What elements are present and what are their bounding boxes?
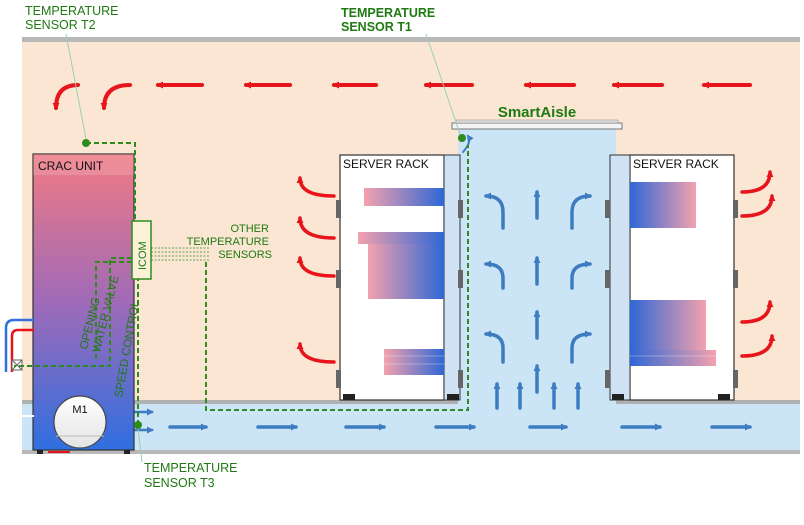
sensor-t2-label: TEMPERATURE SENSOR T2 xyxy=(25,4,122,32)
server-slat xyxy=(630,182,696,228)
server-slat xyxy=(358,232,444,244)
motor-m1 xyxy=(53,395,107,449)
sensor-t1-label: TEMPERATURE SENSOR T1 xyxy=(341,6,439,34)
smartaisle-roof xyxy=(451,122,623,130)
server-slat xyxy=(368,244,444,299)
floor-line xyxy=(22,400,800,404)
hot-arrow xyxy=(296,256,336,278)
sensor-t3-dot xyxy=(134,421,142,429)
underfloor-arrows xyxy=(132,408,752,434)
server-slat xyxy=(364,188,444,206)
cold-arrow xyxy=(484,330,505,364)
motor-m1-label: M1 xyxy=(72,404,87,416)
t1-wire xyxy=(205,145,469,411)
hot-arrow xyxy=(740,170,774,194)
sensor-t2-dot xyxy=(82,139,90,147)
sensor-t1-dot xyxy=(458,134,466,142)
hot-arrow xyxy=(52,83,80,110)
control-wiring xyxy=(14,142,469,425)
hot-arrow xyxy=(740,334,776,358)
hot-exhaust-left xyxy=(296,176,336,364)
other-sensors-label: OTHER TEMPERATURE SENSORS xyxy=(187,223,272,261)
hot-arrow xyxy=(296,176,336,198)
hot-arrow xyxy=(296,342,336,364)
hot-arrow xyxy=(100,83,132,110)
crac-unit xyxy=(22,153,135,454)
server-rack-right xyxy=(605,154,738,401)
sensor-t3-label: TEMPERATURE SENSOR T3 xyxy=(144,461,241,490)
cold-arrow xyxy=(570,260,592,290)
subfloor-line xyxy=(22,450,800,454)
speed-control-wire xyxy=(95,261,132,362)
server-slat xyxy=(384,349,444,375)
server-slat xyxy=(630,350,716,366)
cold-aisle-arrows xyxy=(462,134,592,410)
hot-arrow xyxy=(296,216,336,240)
cold-arrow xyxy=(462,134,474,153)
server-rack-right-label: SERVER RACK xyxy=(633,157,719,171)
crac-unit-label: CRAC UNIT xyxy=(38,159,104,173)
hot-arrow xyxy=(740,300,774,324)
cold-arrow xyxy=(570,192,592,230)
other-sensors-wires xyxy=(151,247,210,261)
cold-arrow xyxy=(570,330,592,364)
cold-arrow xyxy=(484,260,505,290)
hot-return-arrows xyxy=(52,81,752,110)
icom-controller xyxy=(131,220,152,280)
water-valve-wire xyxy=(14,257,132,367)
cold-arrow xyxy=(484,192,505,230)
icom-label: ICOM xyxy=(137,241,149,270)
hot-arrow xyxy=(740,194,776,218)
label-leaders xyxy=(65,33,461,463)
t2-wire xyxy=(86,142,136,221)
server-rack-left-label: SERVER RACK xyxy=(343,157,429,171)
server-slat xyxy=(630,300,706,350)
hot-exhaust-right xyxy=(740,170,776,358)
server-rack-left xyxy=(336,154,463,401)
ceiling-plenum xyxy=(22,37,800,42)
smartaisle-label: SmartAisle xyxy=(498,104,576,121)
